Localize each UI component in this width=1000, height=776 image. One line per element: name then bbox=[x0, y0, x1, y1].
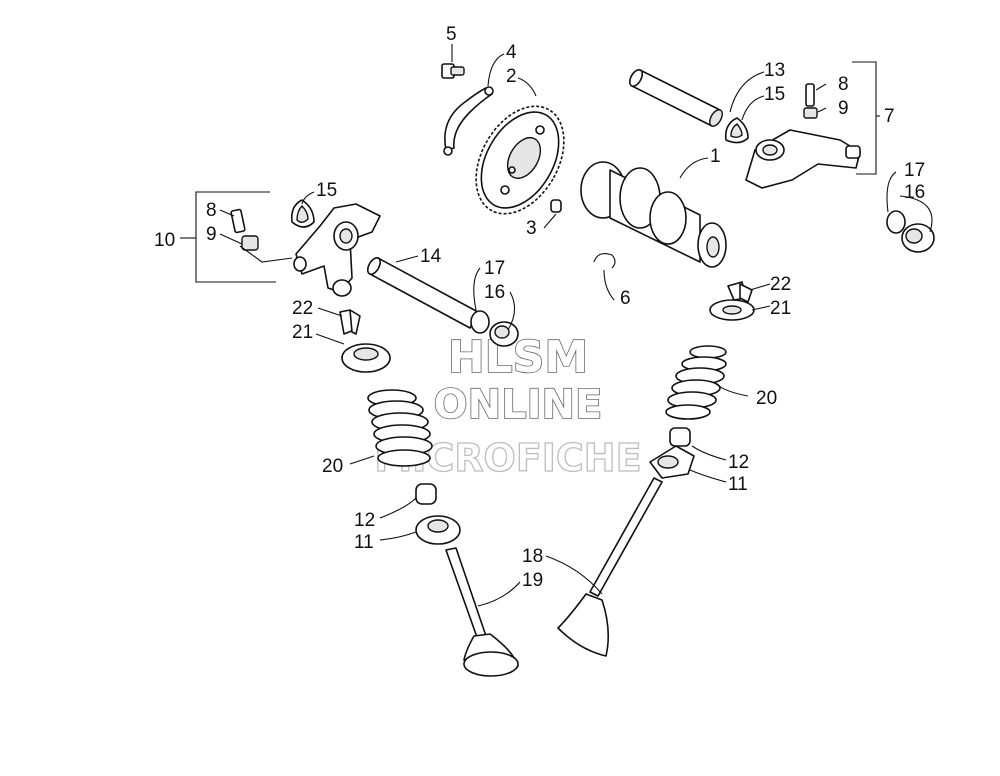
seal-cap-left-part bbox=[470, 310, 519, 347]
callout-16-left: 16 bbox=[484, 282, 505, 303]
callout-12-left: 12 bbox=[354, 510, 375, 531]
valve-right-part bbox=[557, 477, 663, 657]
callout-15-right: 15 bbox=[764, 84, 785, 105]
snap-ring-part bbox=[593, 253, 616, 269]
callout-21-left: 21 bbox=[292, 322, 313, 343]
dowel-pin-part bbox=[550, 199, 562, 213]
callout-16-right: 16 bbox=[904, 182, 925, 203]
callout-22-left: 22 bbox=[292, 298, 313, 319]
valve-left-part bbox=[445, 547, 519, 677]
callout-11-left: 11 bbox=[354, 532, 374, 553]
leader-lines bbox=[219, 44, 933, 607]
callout-12-right: 12 bbox=[728, 452, 749, 473]
seal-cap-right-part bbox=[886, 210, 935, 253]
valve-seal-left-part bbox=[415, 483, 461, 545]
oring-right-part bbox=[724, 117, 749, 144]
callout-17-left: 17 bbox=[484, 258, 505, 279]
cam-gear-part bbox=[475, 105, 565, 215]
callout-7: 7 bbox=[884, 106, 895, 127]
watermark-line-1: HLSM bbox=[448, 332, 588, 383]
callout-8-right: 8 bbox=[838, 74, 849, 95]
callout-13: 13 bbox=[764, 60, 785, 81]
callout-22-right: 22 bbox=[770, 274, 791, 295]
callout-9-left: 9 bbox=[206, 224, 217, 245]
callout-11-right: 11 bbox=[728, 474, 748, 495]
callout-21-right: 21 bbox=[770, 298, 791, 319]
callout-3: 3 bbox=[526, 218, 537, 239]
callout-20-left: 20 bbox=[322, 456, 343, 477]
oring-left-part bbox=[290, 199, 315, 228]
watermark-line-2: ONLINE bbox=[434, 382, 603, 428]
callout-2: 2 bbox=[506, 66, 517, 87]
callout-15-left: 15 bbox=[316, 180, 337, 201]
callout-5: 5 bbox=[446, 24, 457, 45]
callout-8-left: 8 bbox=[206, 200, 217, 221]
rocker-shaft-left-part bbox=[366, 257, 479, 329]
callout-4: 4 bbox=[506, 42, 517, 63]
bolt-part bbox=[441, 63, 465, 79]
callout-labels: 5 4 2 3 1 6 13 15 8 9 7 17 16 22 21 20 1… bbox=[154, 24, 925, 591]
valve-spring-left-part bbox=[367, 389, 433, 467]
rocker-arm-left-part bbox=[230, 203, 381, 297]
rocker-shaft-right-part bbox=[628, 69, 723, 127]
assembly-brackets bbox=[180, 61, 880, 283]
rocker-arm-right-part bbox=[745, 83, 861, 189]
valve-spring-right-part bbox=[665, 345, 727, 420]
keepers-retainer-right-part bbox=[709, 281, 755, 321]
callout-9-right: 9 bbox=[838, 98, 849, 119]
callout-6: 6 bbox=[620, 288, 631, 309]
callout-19: 19 bbox=[522, 570, 543, 591]
camshaft-part bbox=[580, 161, 727, 268]
callout-1: 1 bbox=[710, 146, 721, 167]
callout-17-right: 17 bbox=[904, 160, 925, 181]
valve-seal-right-part bbox=[649, 427, 695, 479]
callout-18: 18 bbox=[522, 546, 543, 567]
callout-20-right: 20 bbox=[756, 388, 777, 409]
retainer-plate-part bbox=[443, 86, 494, 156]
keepers-retainer-left-part bbox=[339, 309, 391, 373]
callout-10: 10 bbox=[154, 230, 175, 251]
callout-14: 14 bbox=[420, 246, 442, 267]
